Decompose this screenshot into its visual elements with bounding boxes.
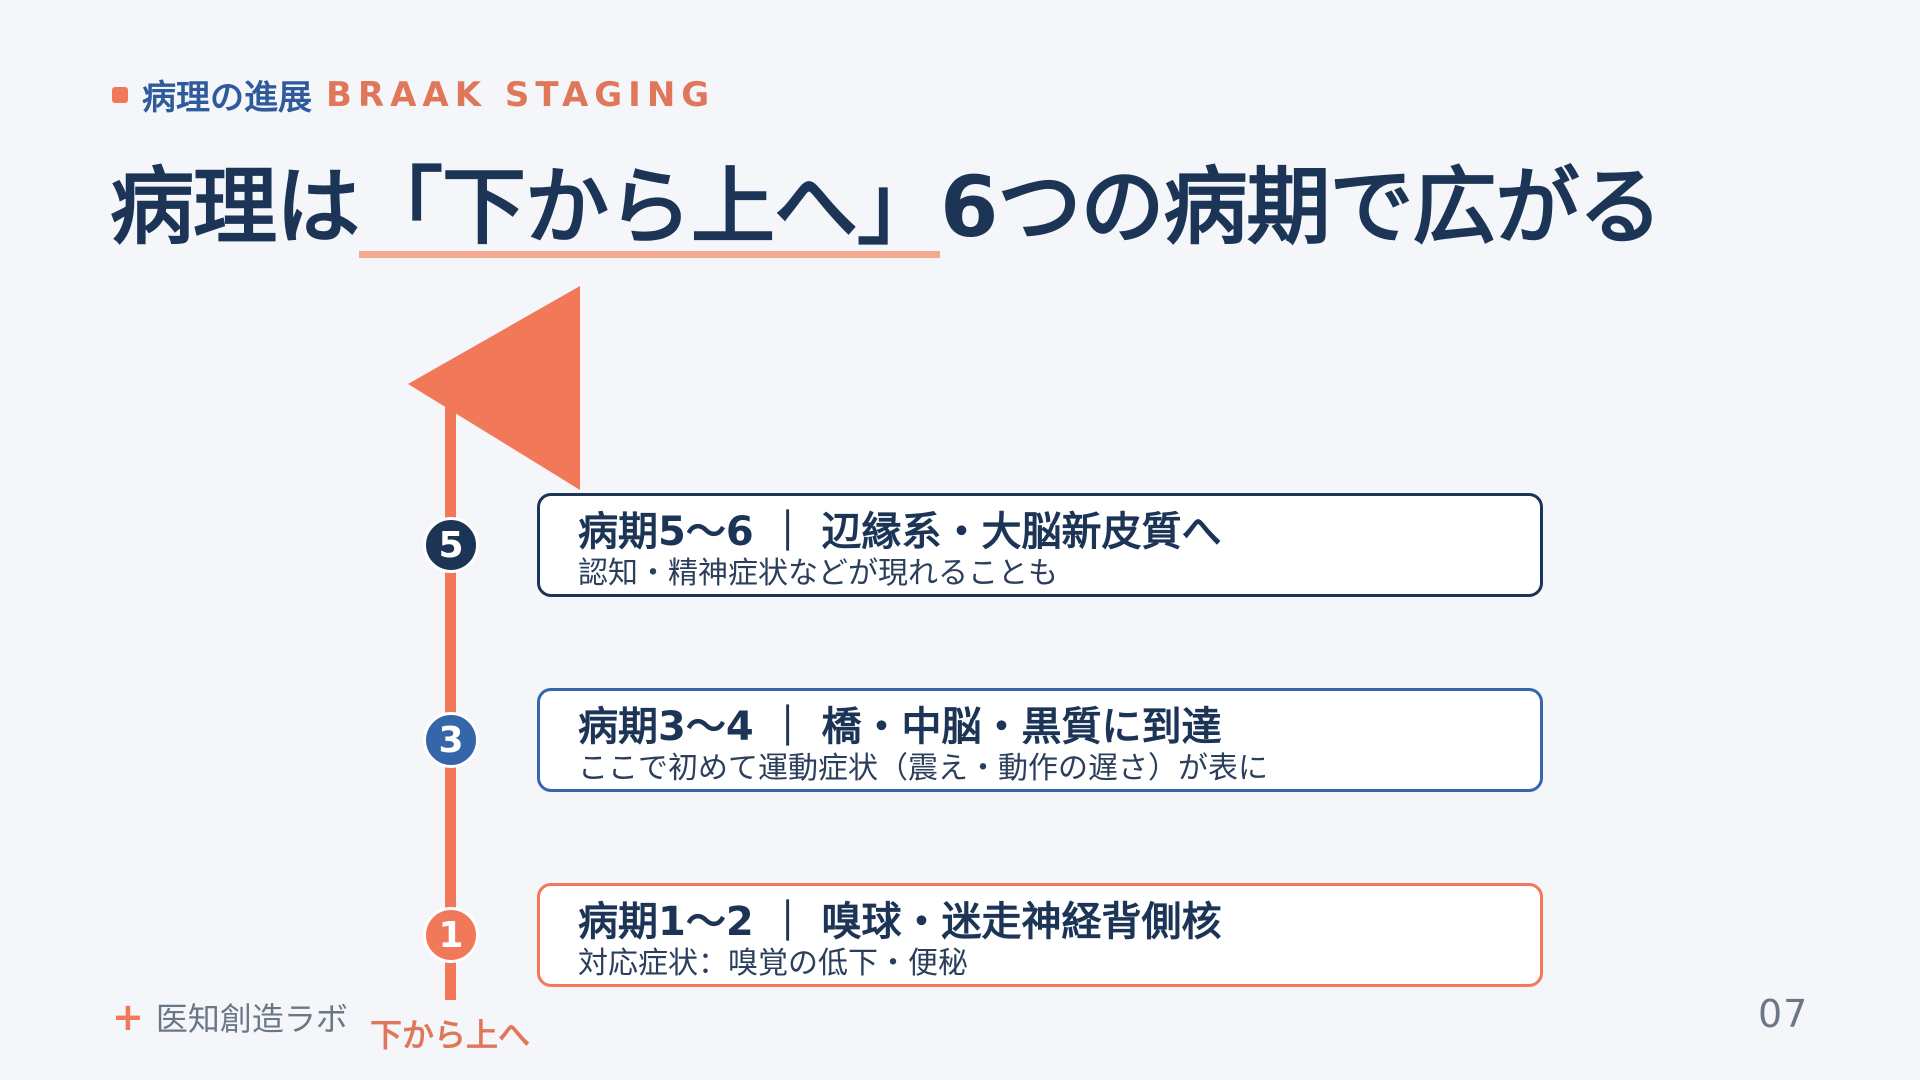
title-pre: 病理は bbox=[110, 158, 360, 256]
section-label-en: BRAAK STAGING bbox=[326, 74, 716, 115]
stage-card-3-4: 病期3〜4 ｜ 橋・中脳・黒質に到達 ここで初めて運動症状（震え・動作の遅さ）が… bbox=[537, 688, 1543, 792]
section-label-jp: 病理の進展 bbox=[142, 78, 312, 118]
stage-subtext: ここで初めて運動症状（震え・動作の遅さ）が表に bbox=[578, 751, 1268, 786]
stage-heading: 病期5〜6 ｜ 辺縁系・大脳新皮質へ bbox=[578, 509, 1222, 555]
brand-footer: + 医知創造ラボ bbox=[112, 994, 348, 1040]
title-post: 6つの病期で広がる bbox=[940, 158, 1662, 256]
arrow-head bbox=[408, 286, 580, 490]
stage-subtext: 認知・精神症状などが現れることも bbox=[578, 556, 1058, 591]
stage-card-5-6: 病期5〜6 ｜ 辺縁系・大脳新皮質へ 認知・精神症状などが現れることも bbox=[537, 493, 1543, 597]
stage-node-3: 3 bbox=[423, 712, 479, 768]
brand-name: 医知創造ラボ bbox=[155, 1000, 348, 1038]
slide-title: 病理は「下から上へ」6つの病期で広がる bbox=[110, 140, 1662, 261]
stage-node-5: 5 bbox=[423, 517, 479, 573]
page-number: 07 bbox=[1758, 992, 1809, 1036]
section-kicker: 病理の進展 BRAAK STAGING bbox=[112, 70, 715, 119]
bullet-square-icon bbox=[112, 86, 128, 103]
stage-subtext: 対応症状：嗅覚の低下・便秘 bbox=[578, 946, 968, 981]
stage-node-1: 1 bbox=[423, 907, 479, 963]
stage-heading: 病期1〜2 ｜ 嗅球・迷走神経背側核 bbox=[578, 899, 1222, 945]
plus-icon: + bbox=[112, 995, 144, 1039]
stage-card-1-2: 病期1〜2 ｜ 嗅球・迷走神経背側核 対応症状：嗅覚の低下・便秘 bbox=[537, 883, 1543, 987]
title-highlight: 「下から上へ」 bbox=[359, 163, 941, 259]
axis-label: 下から上へ bbox=[370, 1016, 531, 1054]
stage-heading: 病期3〜4 ｜ 橋・中脳・黒質に到達 bbox=[578, 704, 1222, 750]
